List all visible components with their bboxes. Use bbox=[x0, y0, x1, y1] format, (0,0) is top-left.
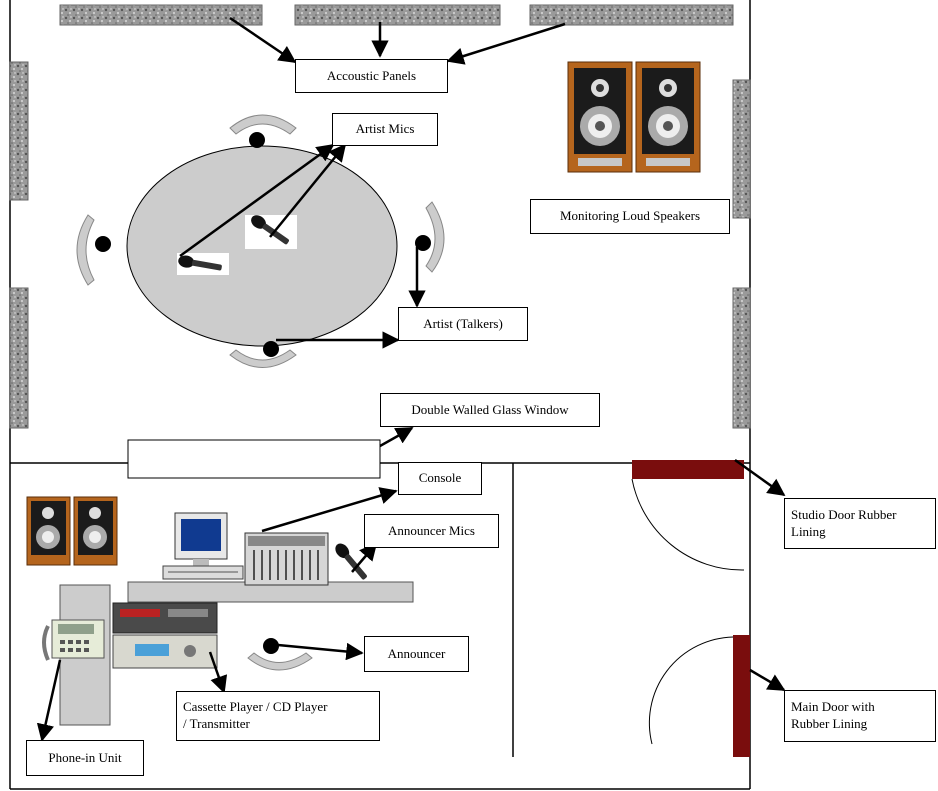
label-announcer-mics: Announcer Mics bbox=[364, 514, 499, 548]
seat-right bbox=[425, 201, 445, 273]
mixing-console bbox=[244, 532, 329, 586]
announcer-seat bbox=[247, 638, 313, 671]
label-acoustic-panels: Accoustic Panels bbox=[295, 59, 448, 93]
main-door bbox=[733, 635, 750, 757]
glass-window bbox=[127, 439, 381, 479]
artist-head-top bbox=[249, 132, 265, 148]
studio-door-swing bbox=[631, 478, 745, 571]
announcer-head bbox=[263, 638, 279, 654]
seat-bottom bbox=[229, 349, 297, 368]
monitoring-speakers bbox=[567, 61, 701, 173]
seat-top bbox=[229, 114, 297, 135]
artist-head-bottom bbox=[263, 341, 279, 357]
label-announcer: Announcer bbox=[364, 636, 469, 672]
label-main-door: Main Door with Rubber Lining bbox=[784, 690, 936, 742]
seat-left bbox=[76, 214, 95, 286]
control-room-speakers bbox=[26, 496, 118, 566]
main-door-swing bbox=[648, 636, 734, 745]
callout-arrows bbox=[36, 16, 786, 742]
label-console: Console bbox=[398, 462, 482, 495]
label-monitoring-speakers: Monitoring Loud Speakers bbox=[530, 199, 730, 234]
label-cassette-cd-transmitter: Cassette Player / CD Player / Transmitte… bbox=[176, 691, 380, 741]
label-studio-door: Studio Door Rubber Lining bbox=[784, 498, 936, 549]
artist-head-left bbox=[95, 236, 111, 252]
artist-seats bbox=[76, 114, 445, 368]
label-glass-window: Double Walled Glass Window bbox=[380, 393, 600, 427]
artist-head-right bbox=[415, 235, 431, 251]
label-artist-mics: Artist Mics bbox=[332, 113, 438, 146]
artist-mic-icons bbox=[177, 215, 297, 275]
computer bbox=[162, 512, 244, 580]
cassette-cd-transmitter-icon bbox=[112, 602, 218, 669]
label-artist-talkers: Artist (Talkers) bbox=[398, 307, 528, 341]
doors bbox=[631, 460, 750, 757]
phone-in-unit-icon bbox=[42, 619, 105, 661]
studio-door bbox=[632, 460, 744, 479]
label-phone-in-unit: Phone-in Unit bbox=[26, 740, 144, 776]
acoustic-panels bbox=[9, 4, 751, 429]
